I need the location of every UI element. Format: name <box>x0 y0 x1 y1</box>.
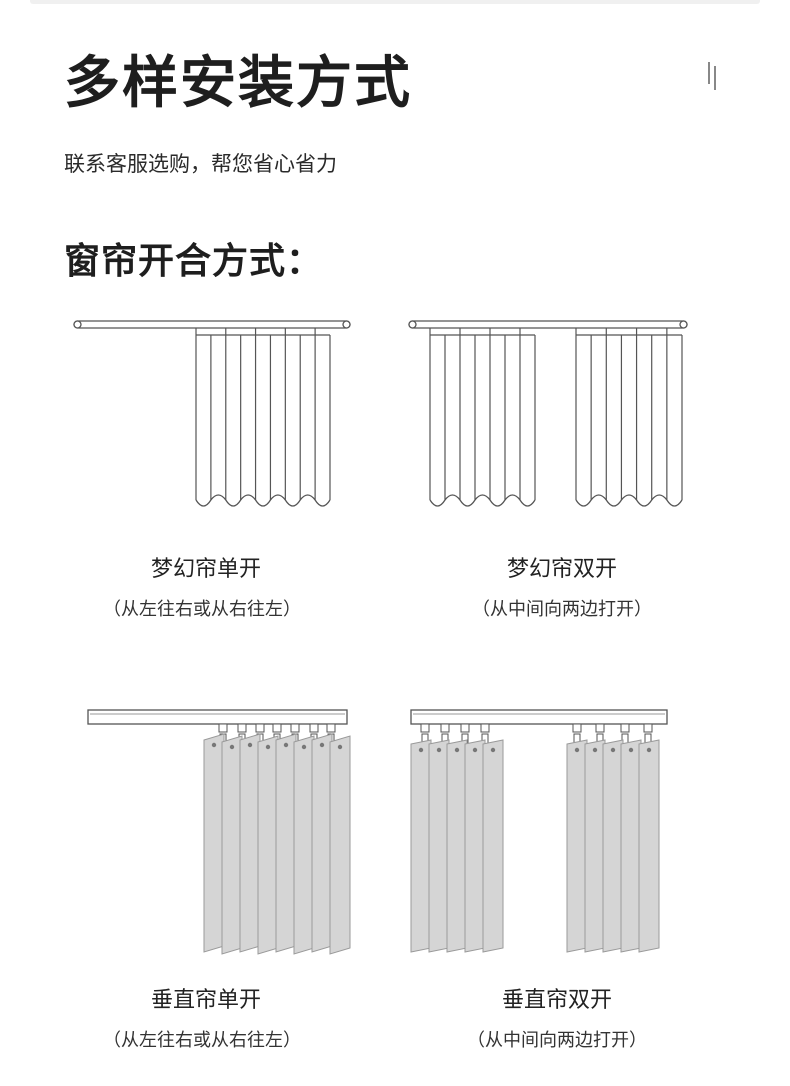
caption-vertical-single: 垂直帘单开 <box>150 988 261 1013</box>
blind-slat <box>203 733 225 953</box>
note-vertical-double: （从中间向两边打开） <box>467 1030 647 1051</box>
note-dream-double: （从中间向两边打开） <box>472 599 652 620</box>
rod-end-cap <box>679 320 688 329</box>
slat-hole <box>574 747 580 753</box>
slat-hole <box>229 744 235 750</box>
slat-carrier <box>420 723 430 733</box>
rod-end-cap <box>408 320 417 329</box>
blind-slat <box>410 739 432 953</box>
section-title: 窗帘开合方式： <box>64 241 324 282</box>
slat-hole <box>319 742 325 748</box>
slat-hole <box>418 747 424 753</box>
slat-hole <box>211 742 217 748</box>
slat-carrier <box>255 723 265 733</box>
curtain-rod <box>408 320 688 329</box>
slat-hole <box>490 747 496 753</box>
slat-carrier <box>218 723 228 733</box>
blind-slat <box>620 739 642 953</box>
slat-hole <box>610 747 616 753</box>
slat-hole <box>436 747 442 753</box>
caption-dream-double: 梦幻帘双开 <box>506 557 617 582</box>
blind-slat <box>311 733 333 953</box>
blind-slat <box>221 735 243 955</box>
rod-end-cap <box>73 320 82 329</box>
slat-hole <box>454 747 460 753</box>
page-subtitle: 联系客服选购，帮您省心省力 <box>64 152 337 176</box>
slat-carrier <box>620 723 630 733</box>
curtain-hem <box>429 494 536 507</box>
blind-slat <box>239 733 261 953</box>
note-dream-single: （从左往右或从右往左） <box>103 599 301 620</box>
blind-slat <box>293 735 315 955</box>
caption-dream-single: 梦幻帘单开 <box>150 557 261 582</box>
blind-slat <box>566 739 588 953</box>
slat-carrier <box>643 723 653 733</box>
blind-slat <box>329 735 351 955</box>
blind-slat <box>428 739 450 953</box>
slat-carrier <box>272 723 282 733</box>
rod-end-cap <box>342 320 351 329</box>
slat-carrier <box>309 723 319 733</box>
blind-slat <box>602 739 624 953</box>
pause-mark-icon <box>708 62 716 90</box>
curtain-hem <box>195 494 331 507</box>
blind-track <box>87 709 348 725</box>
slat-carrier <box>460 723 470 733</box>
slat-carrier <box>572 723 582 733</box>
slat-hole <box>247 742 253 748</box>
slat-carrier <box>440 723 450 733</box>
blind-slat <box>257 735 279 955</box>
vertical-blind-single-open-illustration <box>87 709 351 955</box>
slat-hole <box>472 747 478 753</box>
top-divider <box>30 0 760 4</box>
blind-slat <box>638 739 660 953</box>
slat-hole <box>628 747 634 753</box>
slat-carrier <box>290 723 300 733</box>
slat-hole <box>301 744 307 750</box>
blind-slat <box>275 733 297 953</box>
blind-slat <box>584 739 606 953</box>
curtain-rod <box>73 320 351 329</box>
blind-slat <box>482 739 504 953</box>
note-vertical-single: （从左往右或从右往左） <box>103 1030 301 1051</box>
slat-carrier <box>595 723 605 733</box>
slat-hole <box>337 744 343 750</box>
slat-hole <box>592 747 598 753</box>
blind-slat <box>464 739 486 953</box>
slat-carrier <box>237 723 247 733</box>
slat-hole <box>283 742 289 748</box>
dream-curtain-double-open-illustration <box>408 320 688 507</box>
caption-vertical-double: 垂直帘双开 <box>501 988 612 1013</box>
slat-hole <box>265 744 271 750</box>
page-title: 多样安装方式 <box>64 51 412 116</box>
slat-hole <box>646 747 652 753</box>
blind-slat <box>446 739 468 953</box>
blind-track <box>410 709 668 725</box>
dream-curtain-single-open-illustration <box>73 320 351 507</box>
slat-carrier <box>480 723 490 733</box>
curtain-hem <box>575 494 683 507</box>
vertical-blind-double-open-illustration <box>410 709 668 953</box>
slat-carrier <box>326 723 336 733</box>
